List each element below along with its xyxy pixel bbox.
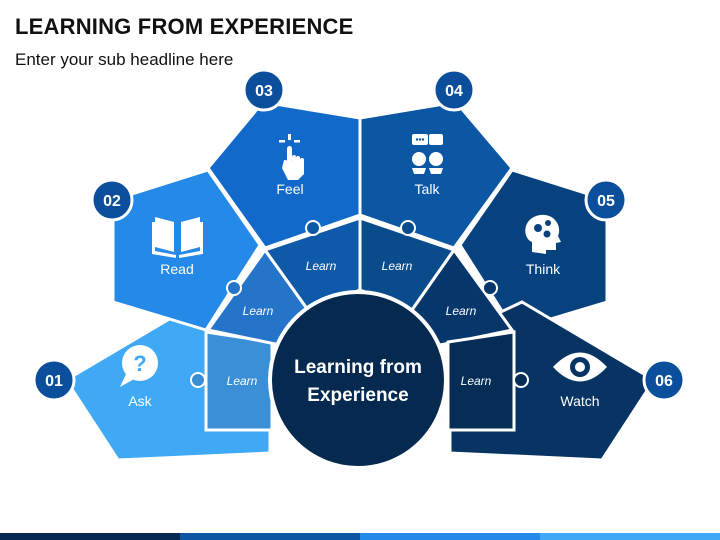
badge-01: 01: [32, 358, 76, 402]
eye-icon: [553, 352, 607, 382]
step-label-talk: Talk: [415, 181, 441, 197]
svg-text:02: 02: [103, 193, 121, 210]
connector-label-5: Learn: [446, 304, 477, 318]
svg-text:06: 06: [655, 373, 673, 390]
center-line-1: Learning from: [294, 357, 422, 378]
center-circle: [268, 290, 448, 470]
connector-label-1: Learn: [227, 374, 258, 388]
conversation-icon: [412, 134, 443, 174]
bottom-accent-bar: [0, 533, 720, 540]
connector-label-6: Learn: [461, 374, 492, 388]
step-label-watch: Watch: [560, 393, 599, 409]
hand-touch-icon: [279, 134, 304, 180]
head-gears-icon: [525, 214, 561, 254]
center-line-2: Experience: [307, 385, 408, 406]
svg-text:01: 01: [45, 373, 63, 390]
connector-6-shape: [446, 330, 516, 432]
step-label-feel: Feel: [276, 181, 303, 197]
badge-05: 05: [584, 178, 628, 222]
open-book-icon: [152, 217, 203, 258]
step-label-read: Read: [160, 261, 193, 277]
badge-02: 02: [90, 178, 134, 222]
badge-06: 06: [642, 358, 686, 402]
badge-04: 04: [432, 68, 476, 112]
connector-label-3: Learn: [306, 259, 337, 273]
svg-text:03: 03: [255, 83, 273, 100]
svg-text:?: ?: [133, 351, 146, 376]
connector-label-2: Learn: [243, 304, 274, 318]
page-title: LEARNING FROM EXPERIENCE: [15, 14, 354, 39]
step-label-ask: Ask: [128, 393, 152, 409]
question-bubble-icon: ?: [120, 345, 158, 387]
badge-03: 03: [242, 68, 286, 112]
svg-text:04: 04: [445, 83, 463, 100]
connector-label-4: Learn: [382, 259, 413, 273]
svg-text:05: 05: [597, 193, 615, 210]
step-label-think: Think: [526, 261, 561, 277]
page-subtitle: Enter your sub headline here: [15, 50, 234, 69]
